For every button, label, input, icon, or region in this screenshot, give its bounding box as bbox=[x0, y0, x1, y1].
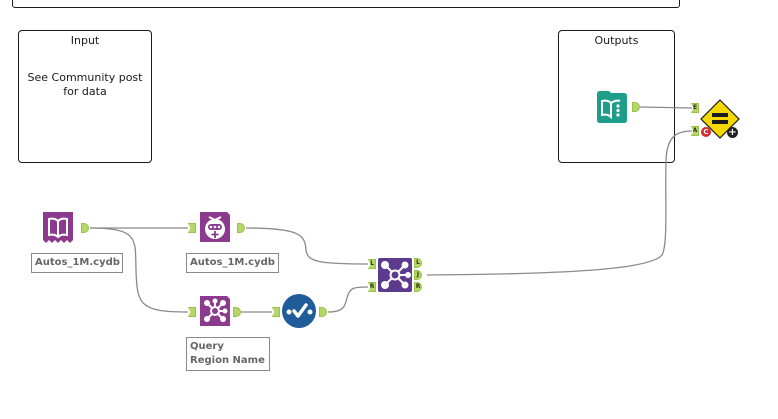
join-tool[interactable] bbox=[377, 257, 413, 293]
input-data-output-anchor[interactable] bbox=[81, 223, 89, 233]
wire-crosscount-to-join-left[interactable] bbox=[245, 227, 369, 265]
crosscount-label: Autos_1M.cydb bbox=[186, 253, 279, 273]
join-left-output-anchor[interactable]: L bbox=[414, 258, 422, 268]
input-container-comment: See Community post for data bbox=[27, 71, 143, 98]
query-region-label: Query Region Name bbox=[186, 337, 270, 371]
query-region-output-anchor[interactable] bbox=[233, 307, 241, 317]
input-container-title: Input bbox=[70, 34, 100, 47]
wire-input-to-query-region[interactable] bbox=[89, 227, 189, 313]
book-dots-icon bbox=[597, 91, 627, 123]
input-container[interactable]: Input See Community post for data bbox=[18, 30, 152, 163]
join-j-output-anchor[interactable]: J bbox=[414, 270, 422, 280]
wire-expected-to-test-expected[interactable] bbox=[639, 106, 693, 109]
join-icon bbox=[378, 258, 412, 292]
input-data-tool[interactable] bbox=[40, 209, 76, 245]
input-data-label: Autos_1M.cydb bbox=[31, 253, 123, 273]
wire-check-to-join-right[interactable] bbox=[327, 286, 369, 313]
crosscount-output-anchor[interactable] bbox=[237, 223, 245, 233]
calgary-crosscount-icon bbox=[200, 212, 230, 242]
expected-data-tool[interactable] bbox=[594, 89, 630, 125]
join-right-output-anchor[interactable]: R bbox=[414, 282, 422, 292]
outputs-container-title: Outputs bbox=[594, 34, 639, 47]
expected-data-output-anchor[interactable] bbox=[632, 102, 640, 112]
calgary-crosscount-tool[interactable] bbox=[197, 209, 233, 245]
check-output-anchor[interactable] bbox=[319, 307, 327, 317]
check-tool[interactable] bbox=[281, 293, 317, 329]
check-circle-icon bbox=[282, 294, 316, 328]
calgary-join-icon bbox=[200, 296, 230, 326]
query-region-tool[interactable] bbox=[197, 293, 233, 329]
test-error-badge[interactable]: C bbox=[701, 127, 711, 137]
wire-join-to-test-actual[interactable] bbox=[426, 130, 693, 276]
top-container[interactable] bbox=[12, 0, 680, 8]
book-open-icon bbox=[43, 212, 73, 243]
add-anchor-button[interactable]: + bbox=[727, 127, 738, 138]
